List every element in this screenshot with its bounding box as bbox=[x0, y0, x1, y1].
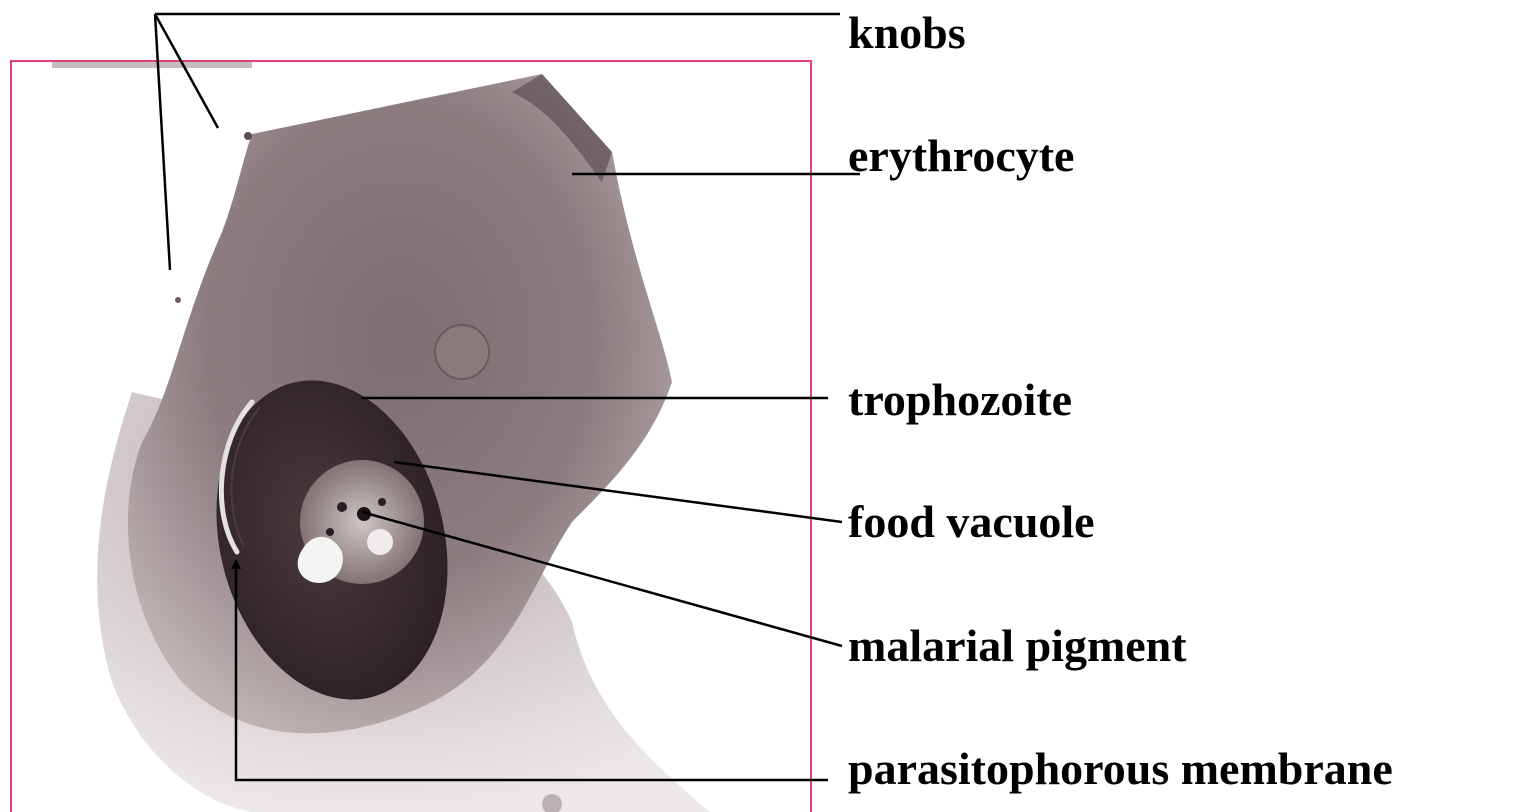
leader-parasitophorous-membrane bbox=[236, 564, 828, 780]
leader-malarial-pigment bbox=[362, 512, 842, 646]
label-knobs: knobs bbox=[848, 10, 966, 56]
label-parasitophorous-membrane: parasitophorous membrane bbox=[848, 746, 1393, 792]
label-trophozoite: trophozoite bbox=[848, 377, 1072, 423]
leader-knobs-b bbox=[155, 14, 170, 270]
label-malarial-pigment: malarial pigment bbox=[848, 623, 1187, 669]
leader-knobs-a bbox=[155, 14, 218, 128]
label-erythrocyte: erythrocyte bbox=[848, 133, 1074, 179]
label-food-vacuole: food vacuole bbox=[848, 499, 1095, 545]
leader-food-vacuole bbox=[394, 462, 842, 522]
